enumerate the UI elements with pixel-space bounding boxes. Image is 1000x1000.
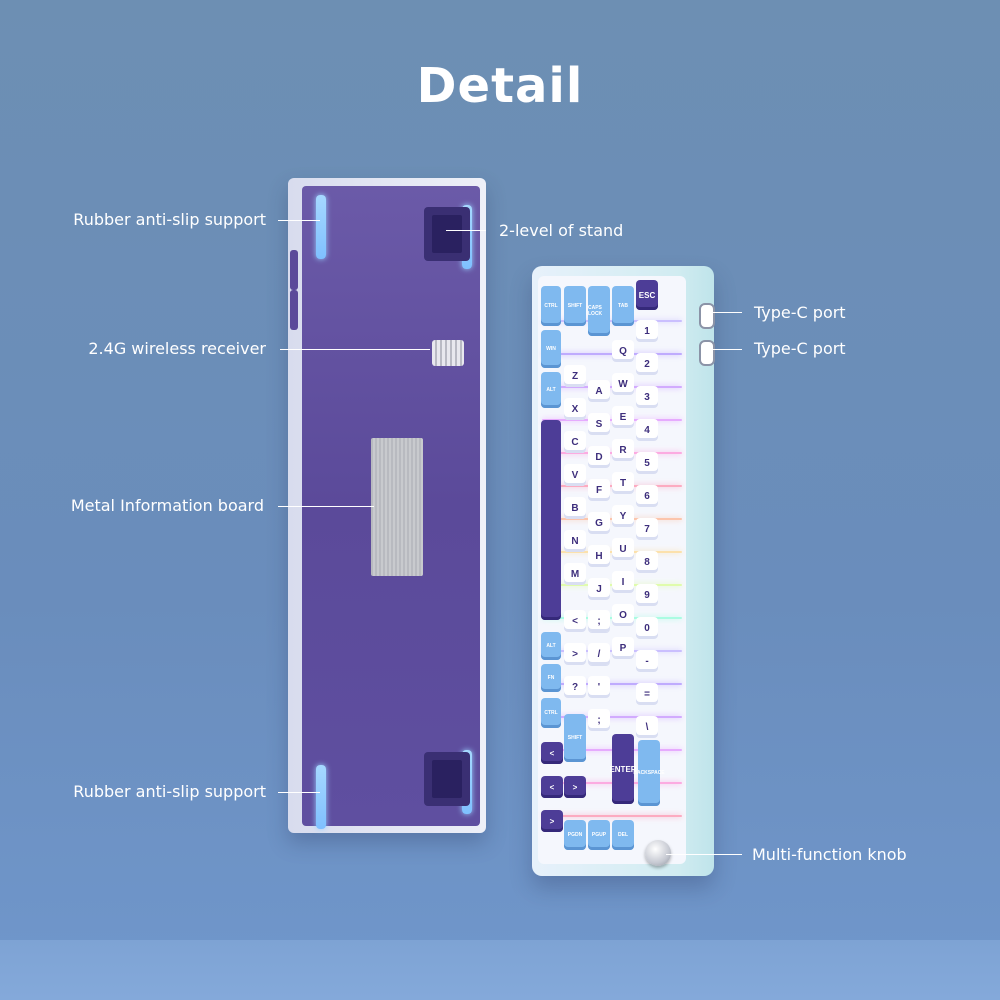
keycap: V xyxy=(564,464,586,486)
keycap: - xyxy=(636,650,658,672)
keycap: FN xyxy=(541,664,561,692)
stand-top xyxy=(424,207,470,261)
keycap: ALT xyxy=(541,372,561,408)
label-wireless-receiver: 2.4G wireless receiver xyxy=(88,339,266,358)
keycap: ESC xyxy=(636,280,658,310)
keycap: ENTER xyxy=(609,734,637,804)
label-rubber-bottom: Rubber anti-slip support xyxy=(73,782,266,801)
keycap: ; xyxy=(588,610,610,632)
keycap: 0 xyxy=(636,617,658,639)
keycap: / xyxy=(588,643,610,665)
rubber-foot-bottom-left xyxy=(316,765,326,829)
keycap: CAPS LOCK xyxy=(588,286,610,336)
keycap: C xyxy=(564,431,586,453)
label-knob: Multi-function knob xyxy=(752,845,907,864)
keycap: I xyxy=(612,571,634,593)
keycap: < xyxy=(564,610,586,632)
callout-line xyxy=(280,349,430,350)
usb-receiver-icon xyxy=(432,340,464,366)
callout-line xyxy=(706,312,742,313)
callout-line xyxy=(666,854,742,855)
label-rubber-top: Rubber anti-slip support xyxy=(73,210,266,229)
keycap: > xyxy=(564,643,586,665)
keycap: 7 xyxy=(636,518,658,540)
floor-backdrop xyxy=(0,940,1000,1000)
keycap: 2 xyxy=(636,353,658,375)
callout-line xyxy=(446,230,486,231)
callout-line xyxy=(278,506,374,507)
keycap: U xyxy=(612,538,634,560)
keycap: Q xyxy=(612,340,634,362)
keycap: PGUP xyxy=(588,820,610,850)
keycap: W xyxy=(612,373,634,395)
page-title: Detail xyxy=(416,58,584,114)
keycap: R xyxy=(612,439,634,461)
keycap: CTRL xyxy=(541,286,561,326)
keycap: 5 xyxy=(636,452,658,474)
keycap: BACKSPACE xyxy=(633,740,665,806)
keycap: 8 xyxy=(636,551,658,573)
keycap: H xyxy=(588,545,610,567)
keycap: Z xyxy=(564,365,586,387)
keycap: 4 xyxy=(636,419,658,441)
keycap: WIN xyxy=(541,330,561,368)
type-c-port-icon xyxy=(699,303,715,329)
metal-information-board xyxy=(371,438,423,576)
callout-line xyxy=(278,792,320,793)
keycap: D xyxy=(588,446,610,468)
stand-bottom xyxy=(424,752,470,806)
edge-bump xyxy=(290,290,298,330)
keycap: CTRL xyxy=(541,698,561,728)
keycap: < xyxy=(541,742,563,764)
keycap: X xyxy=(564,398,586,420)
keycap: ' xyxy=(588,676,610,698)
keycap: DEL xyxy=(612,820,634,850)
keycap: B xyxy=(564,497,586,519)
keycap: F xyxy=(588,479,610,501)
keycap: > xyxy=(541,810,563,832)
keycap: PGDN xyxy=(564,820,586,850)
keycap: 3 xyxy=(636,386,658,408)
keycap: A xyxy=(588,380,610,402)
keycap: = xyxy=(636,683,658,705)
keycap: N xyxy=(564,530,586,552)
knob-icon xyxy=(645,840,671,866)
keycap: J xyxy=(588,578,610,600)
keycap: SHIFT xyxy=(564,286,586,326)
label-stand: 2-level of stand xyxy=(499,221,624,240)
keycap: > xyxy=(564,776,586,798)
rgb-light-strip xyxy=(542,815,682,817)
label-metal-board: Metal Information board xyxy=(70,496,264,515)
label-typec-2: Type-C port xyxy=(754,339,846,358)
keycap: Y xyxy=(612,505,634,527)
rubber-foot-top-left xyxy=(316,195,326,259)
keycap: P xyxy=(612,637,634,659)
label-typec-1: Type-C port xyxy=(754,303,846,322)
callout-line xyxy=(706,349,742,350)
keycap: 9 xyxy=(636,584,658,606)
keycap: E xyxy=(612,406,634,428)
keycap: M xyxy=(564,563,586,585)
keycap: TAB xyxy=(612,286,634,326)
keycap: SHIFT xyxy=(564,714,586,762)
keycap: 1 xyxy=(636,320,658,342)
rgb-light-strip xyxy=(542,716,682,718)
keycap: ALT xyxy=(541,632,561,660)
keycap: G xyxy=(588,512,610,534)
keycap: S xyxy=(588,413,610,435)
keycap: 6 xyxy=(636,485,658,507)
edge-bump xyxy=(290,250,298,290)
rgb-light-strip xyxy=(542,683,682,685)
keycap xyxy=(541,420,561,620)
keycap: O xyxy=(612,604,634,626)
callout-line xyxy=(278,220,320,221)
keycap: ; xyxy=(588,709,610,731)
keycap: ? xyxy=(564,676,586,698)
keycap: < xyxy=(541,776,563,798)
keycap: T xyxy=(612,472,634,494)
type-c-port-icon xyxy=(699,340,715,366)
keycap: \ xyxy=(636,716,658,738)
